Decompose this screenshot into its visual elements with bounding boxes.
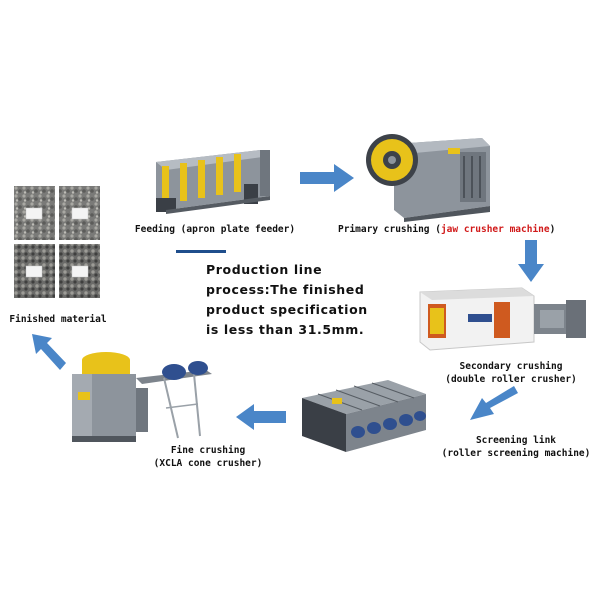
double-roller-crusher-image: [419, 287, 586, 351]
feeding-label: Feeding (apron plate feeder): [134, 224, 296, 235]
arrow-jaw-to-secondary: [518, 240, 544, 282]
screening-title: Screening link: [475, 435, 557, 446]
primary-crushing-label: Primary crushing (jaw crusher machine): [338, 224, 555, 235]
secondary-crushing-machine: (double roller crusher): [445, 374, 577, 385]
primary-crushing-label-suffix: ): [549, 224, 556, 235]
secondary-crushing-title: Secondary crushing: [459, 361, 563, 372]
arrow-screening-to-fine: [236, 404, 286, 430]
finished-material-samples: [14, 186, 100, 298]
secondary-crushing-label: Secondary crushing (double roller crushe…: [436, 360, 586, 386]
jaw-crusher-image: [366, 134, 490, 222]
production-line-note: Production line process:The finished pro…: [206, 260, 368, 340]
note-line-3: product specification: [206, 302, 368, 317]
finished-material-label: Finished material: [9, 314, 107, 325]
jaw-crusher: [364, 126, 494, 222]
cone-crusher: [66, 348, 216, 448]
note-rule: [176, 250, 226, 253]
arrow-fine-to-finished: [32, 334, 66, 370]
apron-plate-feeder-image: [156, 150, 270, 214]
arrow-secondary-to-screening: [470, 386, 518, 420]
double-roller-crusher: [410, 284, 588, 354]
fine-crushing-machine: (XCLA cone crusher): [153, 458, 263, 469]
apron-plate-feeder: [150, 140, 276, 216]
cone-crusher-image: [72, 352, 212, 442]
finished-material-samples-image: [14, 186, 100, 298]
screening-machine: (roller screening machine): [441, 448, 591, 459]
jaw-crusher-highlight: jaw crusher machine: [440, 224, 550, 235]
fine-crushing-title: Fine crushing: [170, 445, 246, 456]
note-line-2: process:The finished: [206, 282, 365, 297]
screening-label: Screening link (roller screening machine…: [438, 434, 594, 460]
roller-screening-machine: [296, 374, 446, 456]
primary-crushing-label-prefix: Primary crushing (: [338, 224, 441, 235]
fine-crushing-label: Fine crushing (XCLA cone crusher): [138, 444, 278, 470]
note-line-1: Production line: [206, 262, 323, 277]
arrow-feeder-to-jaw: [300, 164, 354, 192]
note-line-4: is less than 31.5mm.: [206, 322, 365, 337]
roller-screening-machine-image: [302, 380, 426, 452]
